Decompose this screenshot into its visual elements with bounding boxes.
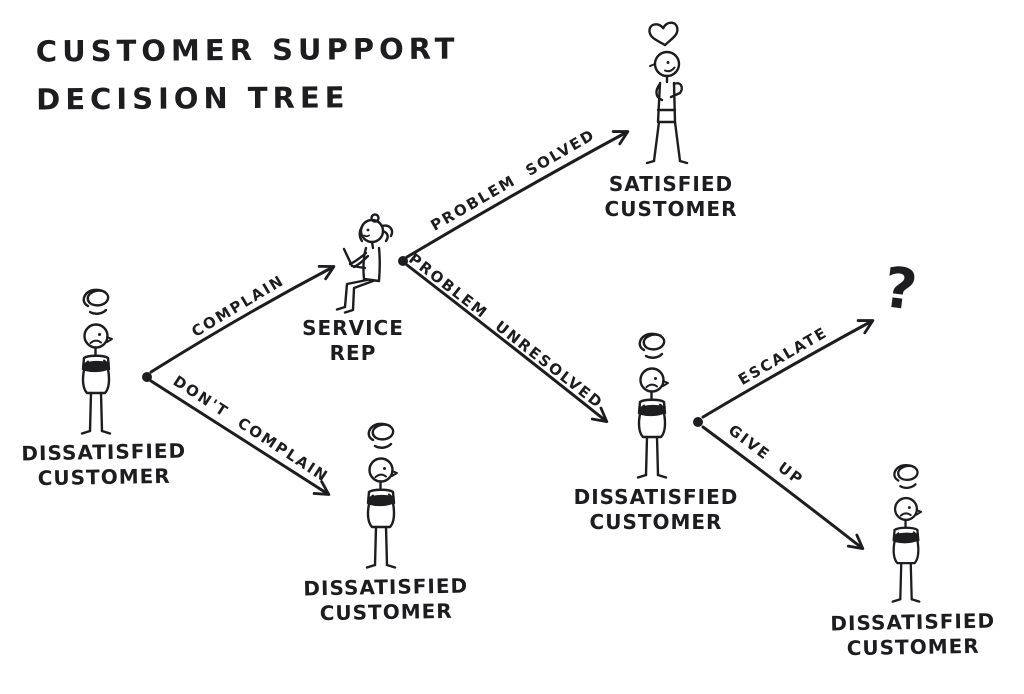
label-line: CUSTOMER: [319, 598, 453, 626]
label-line: CUSTOMER: [846, 633, 980, 661]
edge-give-up-arrow: [701, 425, 865, 551]
label-line: SATISFIED: [608, 172, 734, 196]
label-line: DISSATISFIED: [573, 485, 739, 509]
label-line: DISSATISFIED: [830, 608, 996, 636]
edge-problem-unresolved-arrow: [405, 263, 609, 424]
label-line: SERVICE: [302, 316, 404, 340]
label-satisfied-customer: SATISFIED CUSTOMER: [605, 172, 738, 222]
dissatisfied-customer-start-figure: [80, 288, 114, 435]
label-line: DISSATISFIED: [21, 438, 187, 466]
label-line: CUSTOMER: [604, 197, 738, 221]
branch-dot-start: [142, 372, 152, 382]
label-line: DISSATISFIED: [303, 573, 469, 601]
dissatisfied-customer-no-complain-figure: [365, 422, 399, 569]
edge-dont-complain-arrow: [149, 379, 331, 496]
service-rep-figure: [335, 213, 394, 314]
edge-problem-solved-arrow: [405, 130, 630, 259]
title-line-2: DECISION TREE: [36, 80, 350, 117]
diagram-title: CUSTOMER SUPPORT DECISION TREE: [36, 25, 460, 124]
satisfied-customer-figure: [645, 20, 689, 165]
edge-escalate-arrow: [701, 319, 875, 419]
branch-dot-unresolved: [693, 417, 703, 427]
question-mark: ?: [880, 255, 921, 324]
dissatisfied-customer-give-up-figure: [891, 464, 923, 603]
label-line: CUSTOMER: [37, 463, 171, 491]
edge-complain-arrow: [149, 265, 336, 374]
title-line-1: CUSTOMER SUPPORT: [35, 31, 460, 69]
label-dissatisfied-customer-no-complain: DISSATISFIED CUSTOMER: [303, 574, 469, 627]
label-dissatisfied-customer-give-up: DISSATISFIED CUSTOMER: [830, 609, 996, 662]
dissatisfied-customer-unresolved-figure: [636, 332, 670, 479]
label-service-rep: SERVICE REP: [302, 316, 404, 366]
label-dissatisfied-customer-unresolved: DISSATISFIED CUSTOMER: [574, 485, 739, 535]
label-line: REP: [329, 341, 377, 365]
branch-dot-service-rep: [398, 256, 408, 266]
label-dissatisfied-customer-start: DISSATISFIED CUSTOMER: [21, 439, 187, 492]
label-line: CUSTOMER: [589, 510, 723, 534]
